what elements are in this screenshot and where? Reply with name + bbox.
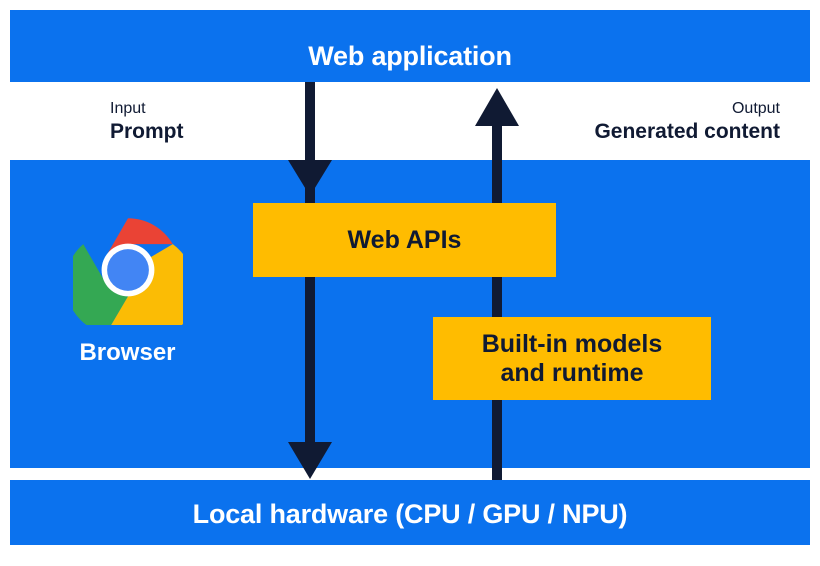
local-hardware-title: Local hardware (CPU / GPU / NPU) (192, 499, 628, 529)
input-value: Prompt (110, 119, 184, 143)
chrome-logo-icon (72, 218, 183, 325)
output-value: Generated content (594, 119, 780, 143)
built-in-models-line1: Built-in models (481, 329, 663, 358)
prompt-down-arrow (288, 82, 332, 479)
web-application-title: Web application (308, 41, 512, 71)
web-application-band: Web application (10, 10, 810, 82)
built-in-models-line2: and runtime (500, 358, 644, 387)
output-label-group: Output Generated content (594, 100, 780, 143)
browser-block: Browser (60, 215, 195, 367)
browser-label: Browser (79, 339, 176, 366)
web-apis-box: Web APIs (253, 203, 556, 277)
local-hardware-band: Local hardware (CPU / GPU / NPU) (10, 480, 810, 545)
input-kicker: Input (110, 100, 146, 117)
generated-content-up-arrow (475, 88, 519, 480)
built-in-models-box: Built-in models and runtime (433, 317, 711, 400)
built-in-models-label: Built-in models and runtime (482, 330, 663, 388)
web-apis-label: Web APIs (347, 225, 462, 254)
output-kicker: Output (731, 100, 780, 117)
input-label-group: Input Prompt (110, 100, 184, 143)
